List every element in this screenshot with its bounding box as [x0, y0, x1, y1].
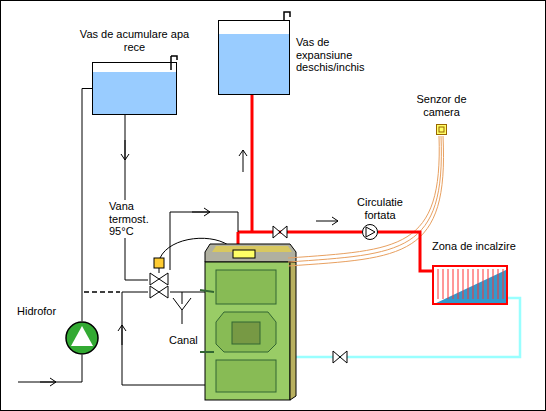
node-label: Hidrofor — [17, 305, 56, 318]
cooling-pipe — [170, 292, 205, 293]
valve-symbol — [150, 286, 168, 298]
vent-pipe — [284, 12, 290, 20]
node-label: Vas de acumulare apa rece — [78, 28, 191, 53]
flow-arrow — [121, 140, 129, 160]
drain-symbol — [173, 292, 191, 324]
circulation-pump: Circulatie fortata — [362, 224, 378, 240]
flow-arrow — [118, 325, 126, 345]
heating-zone: Zona de incalzire — [432, 265, 508, 305]
node-label: Zona de incalzire — [432, 240, 516, 253]
flow-arrow — [192, 208, 210, 216]
circulation-pump-shape — [362, 224, 378, 240]
dashed-pipe — [84, 291, 120, 293]
valve-symbol — [333, 351, 347, 363]
boiler — [200, 244, 296, 400]
return-pipe — [290, 298, 520, 357]
supply-pipe — [237, 232, 240, 244]
expansion-tank-shape — [218, 20, 290, 95]
cold-water-pipe — [125, 115, 148, 280]
flow-arrow — [40, 378, 56, 386]
room-sensor-shape — [436, 124, 447, 135]
cooling-pipe — [122, 292, 205, 385]
valve-symbol — [150, 273, 168, 285]
supply-pipe — [251, 95, 254, 232]
flow-arrow — [239, 150, 247, 172]
expansion-tank: Vas de expansiune deschis/inchis — [218, 20, 290, 95]
room-sensor: Senzor de camera — [436, 124, 447, 135]
hydrofor-pump-shape — [65, 321, 99, 355]
heating-zone-shape — [432, 265, 508, 305]
water-pipe — [82, 89, 92, 322]
water-inlet — [18, 355, 82, 382]
hydrofor-pump: Hidrofor — [65, 321, 99, 355]
valve-head — [154, 258, 164, 268]
drain-label: Canal — [168, 334, 199, 347]
valve-stem — [159, 268, 160, 273]
node-label: Vas de expansiune deschis/inchis — [296, 36, 374, 74]
node-label: Senzor de camera — [410, 93, 473, 118]
flow-arrow — [316, 217, 338, 225]
supply-pipe — [238, 231, 362, 234]
storage-tank: Vas de acumulare apa rece — [92, 62, 177, 115]
valve-label: Vana termost. 95°C — [108, 200, 156, 238]
storage-tank-shape — [92, 62, 177, 115]
valve-symbol — [273, 226, 287, 238]
supply-pipe — [378, 232, 432, 271]
node-label: Circulatie fortata — [354, 196, 406, 221]
